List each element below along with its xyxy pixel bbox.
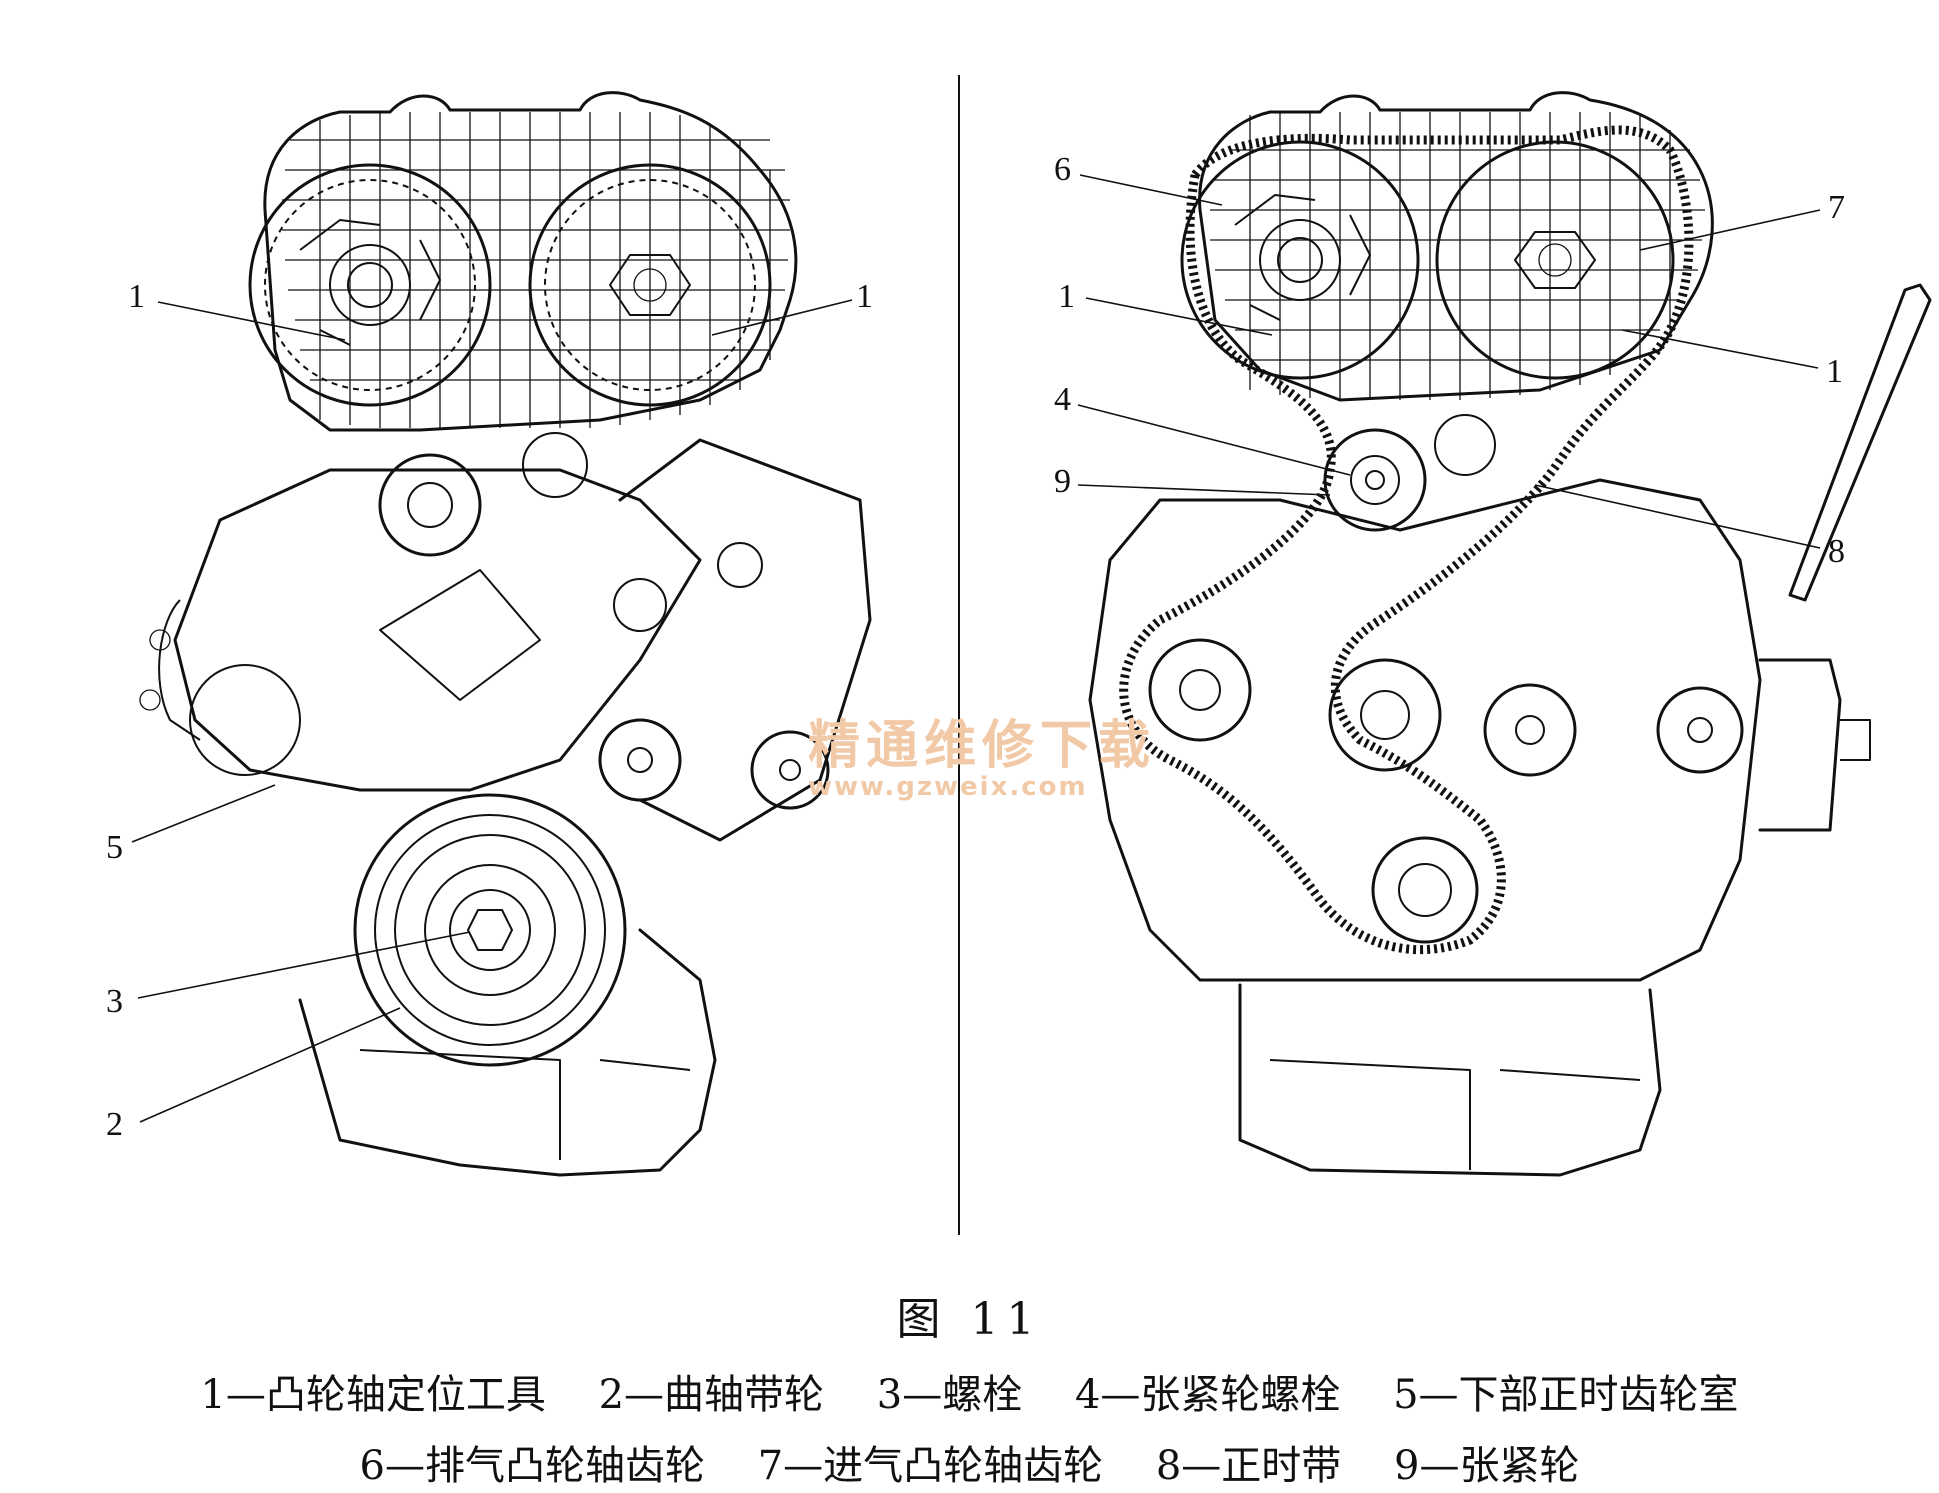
callout-9: 9 bbox=[1054, 463, 1071, 500]
leader-9 bbox=[1077, 484, 1331, 496]
callout-7: 7 bbox=[1828, 189, 1845, 226]
legend-item: 7—进气凸轮轴齿轮 bbox=[757, 1443, 1104, 1489]
callout-5: 5 bbox=[106, 829, 123, 866]
callout-2: 2 bbox=[106, 1106, 123, 1143]
leader-5 bbox=[131, 784, 276, 843]
legend-item: 9—张紧轮 bbox=[1394, 1443, 1580, 1489]
callout-3: 3 bbox=[106, 983, 123, 1020]
legend-item: 1—凸轮轴定位工具 bbox=[200, 1372, 546, 1418]
timing-belt bbox=[1119, 125, 1694, 955]
leader-6 bbox=[1079, 174, 1223, 206]
leader-2 bbox=[139, 1007, 401, 1123]
left-engine-view bbox=[131, 91, 872, 1177]
leader-1-left-b bbox=[711, 299, 853, 336]
callout-4: 4 bbox=[1054, 381, 1071, 418]
leader-1-left-a bbox=[157, 301, 346, 341]
legend-item: 2—曲轴带轮 bbox=[598, 1372, 825, 1418]
leader-7 bbox=[1639, 209, 1821, 251]
leader-8 bbox=[1534, 484, 1821, 549]
watermark-cn: 精通维修下载 bbox=[808, 716, 1156, 776]
leader-4 bbox=[1077, 404, 1351, 476]
watermark-url: www.gzweix.com bbox=[808, 772, 1088, 802]
legend-item: 6—排气凸轮轴齿轮 bbox=[359, 1443, 705, 1489]
callout-1-left-a: 1 bbox=[128, 278, 145, 315]
callout-1-left-b: 1 bbox=[856, 278, 873, 315]
legend-item: 5—下部正时齿轮室 bbox=[1393, 1372, 1739, 1418]
callout-8: 8 bbox=[1828, 533, 1845, 570]
right-engine-view bbox=[1077, 91, 1932, 1177]
callout-1-right-a: 1 bbox=[1058, 278, 1075, 315]
legend-line-2: 6—排气凸轮轴齿轮 7—进气凸轮轴齿轮 8—正时带 9—张紧轮 bbox=[0, 1433, 1939, 1491]
figure-title: 图 11 bbox=[896, 1294, 1043, 1345]
callout-1-right-b: 1 bbox=[1826, 353, 1843, 390]
legend-item: 8—正时带 bbox=[1155, 1443, 1342, 1489]
leader-1-right-a bbox=[1085, 297, 1273, 336]
leader-1-right-b bbox=[1621, 329, 1819, 369]
legend-item: 4—张紧轮螺栓 bbox=[1074, 1372, 1341, 1418]
legend-item: 3—螺栓 bbox=[876, 1372, 1023, 1418]
callout-6: 6 bbox=[1054, 151, 1071, 188]
legend-line-1: 1—凸轮轴定位工具 2—曲轴带轮 3—螺栓 4—张紧轮螺栓 5—下部正时齿轮室 bbox=[0, 1362, 1939, 1420]
leader-3 bbox=[137, 931, 471, 999]
